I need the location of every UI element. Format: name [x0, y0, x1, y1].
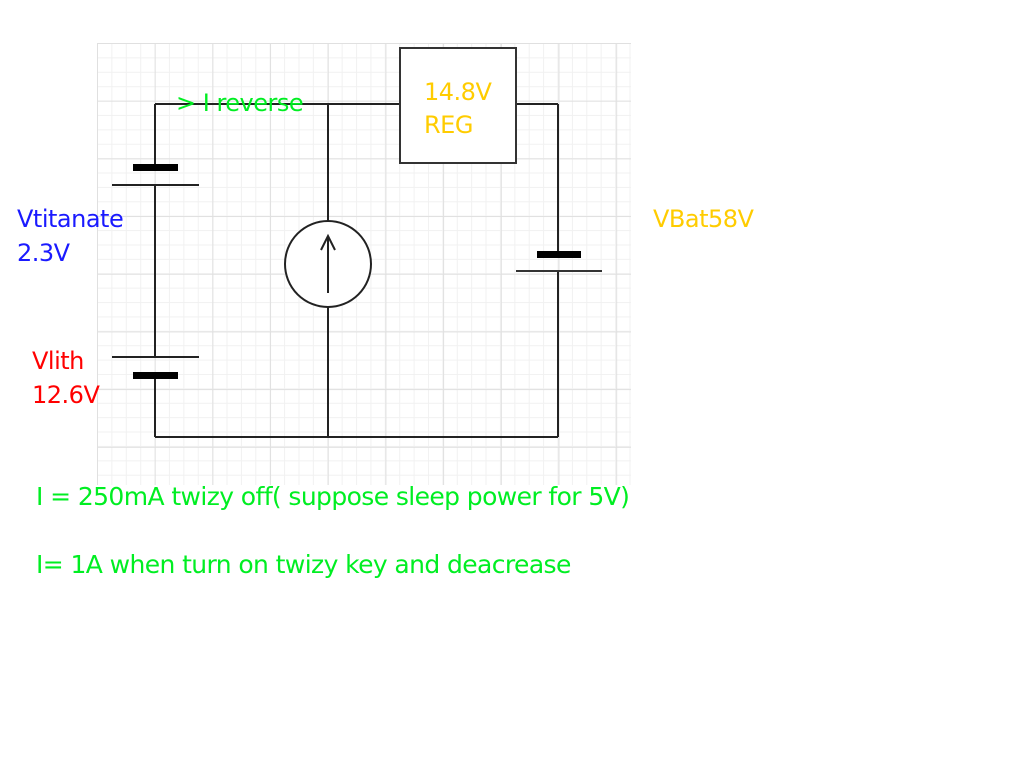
note-current-off: I = 250mA twizy off( suppose sleep power…: [36, 482, 630, 511]
battery-vtitanate: [112, 164, 199, 186]
regulator-box: [399, 47, 517, 164]
note-current-on: I= 1A when turn on twizy key and deacrea…: [36, 550, 571, 579]
label-vlith-name: Vlith: [32, 347, 84, 375]
label-regulator-voltage: 14.8V: [424, 78, 492, 106]
label-regulator-name: REG: [424, 111, 473, 139]
battery-plate-thick: [133, 372, 178, 379]
label-reverse-current: > I reverse: [176, 89, 304, 117]
arrow-head-icon: [320, 233, 336, 251]
battery-vbat58: [516, 251, 602, 272]
label-vbat58: VBat58V: [653, 205, 754, 233]
battery-plate-thick: [133, 164, 178, 171]
label-vlith-voltage: 12.6V: [32, 381, 100, 409]
battery-plate-thick: [537, 251, 581, 258]
label-vtitanate-name: Vtitanate: [17, 205, 124, 233]
current-source: [284, 220, 372, 308]
battery-vlith: [112, 356, 199, 379]
label-vtitanate-voltage: 2.3V: [17, 239, 70, 267]
